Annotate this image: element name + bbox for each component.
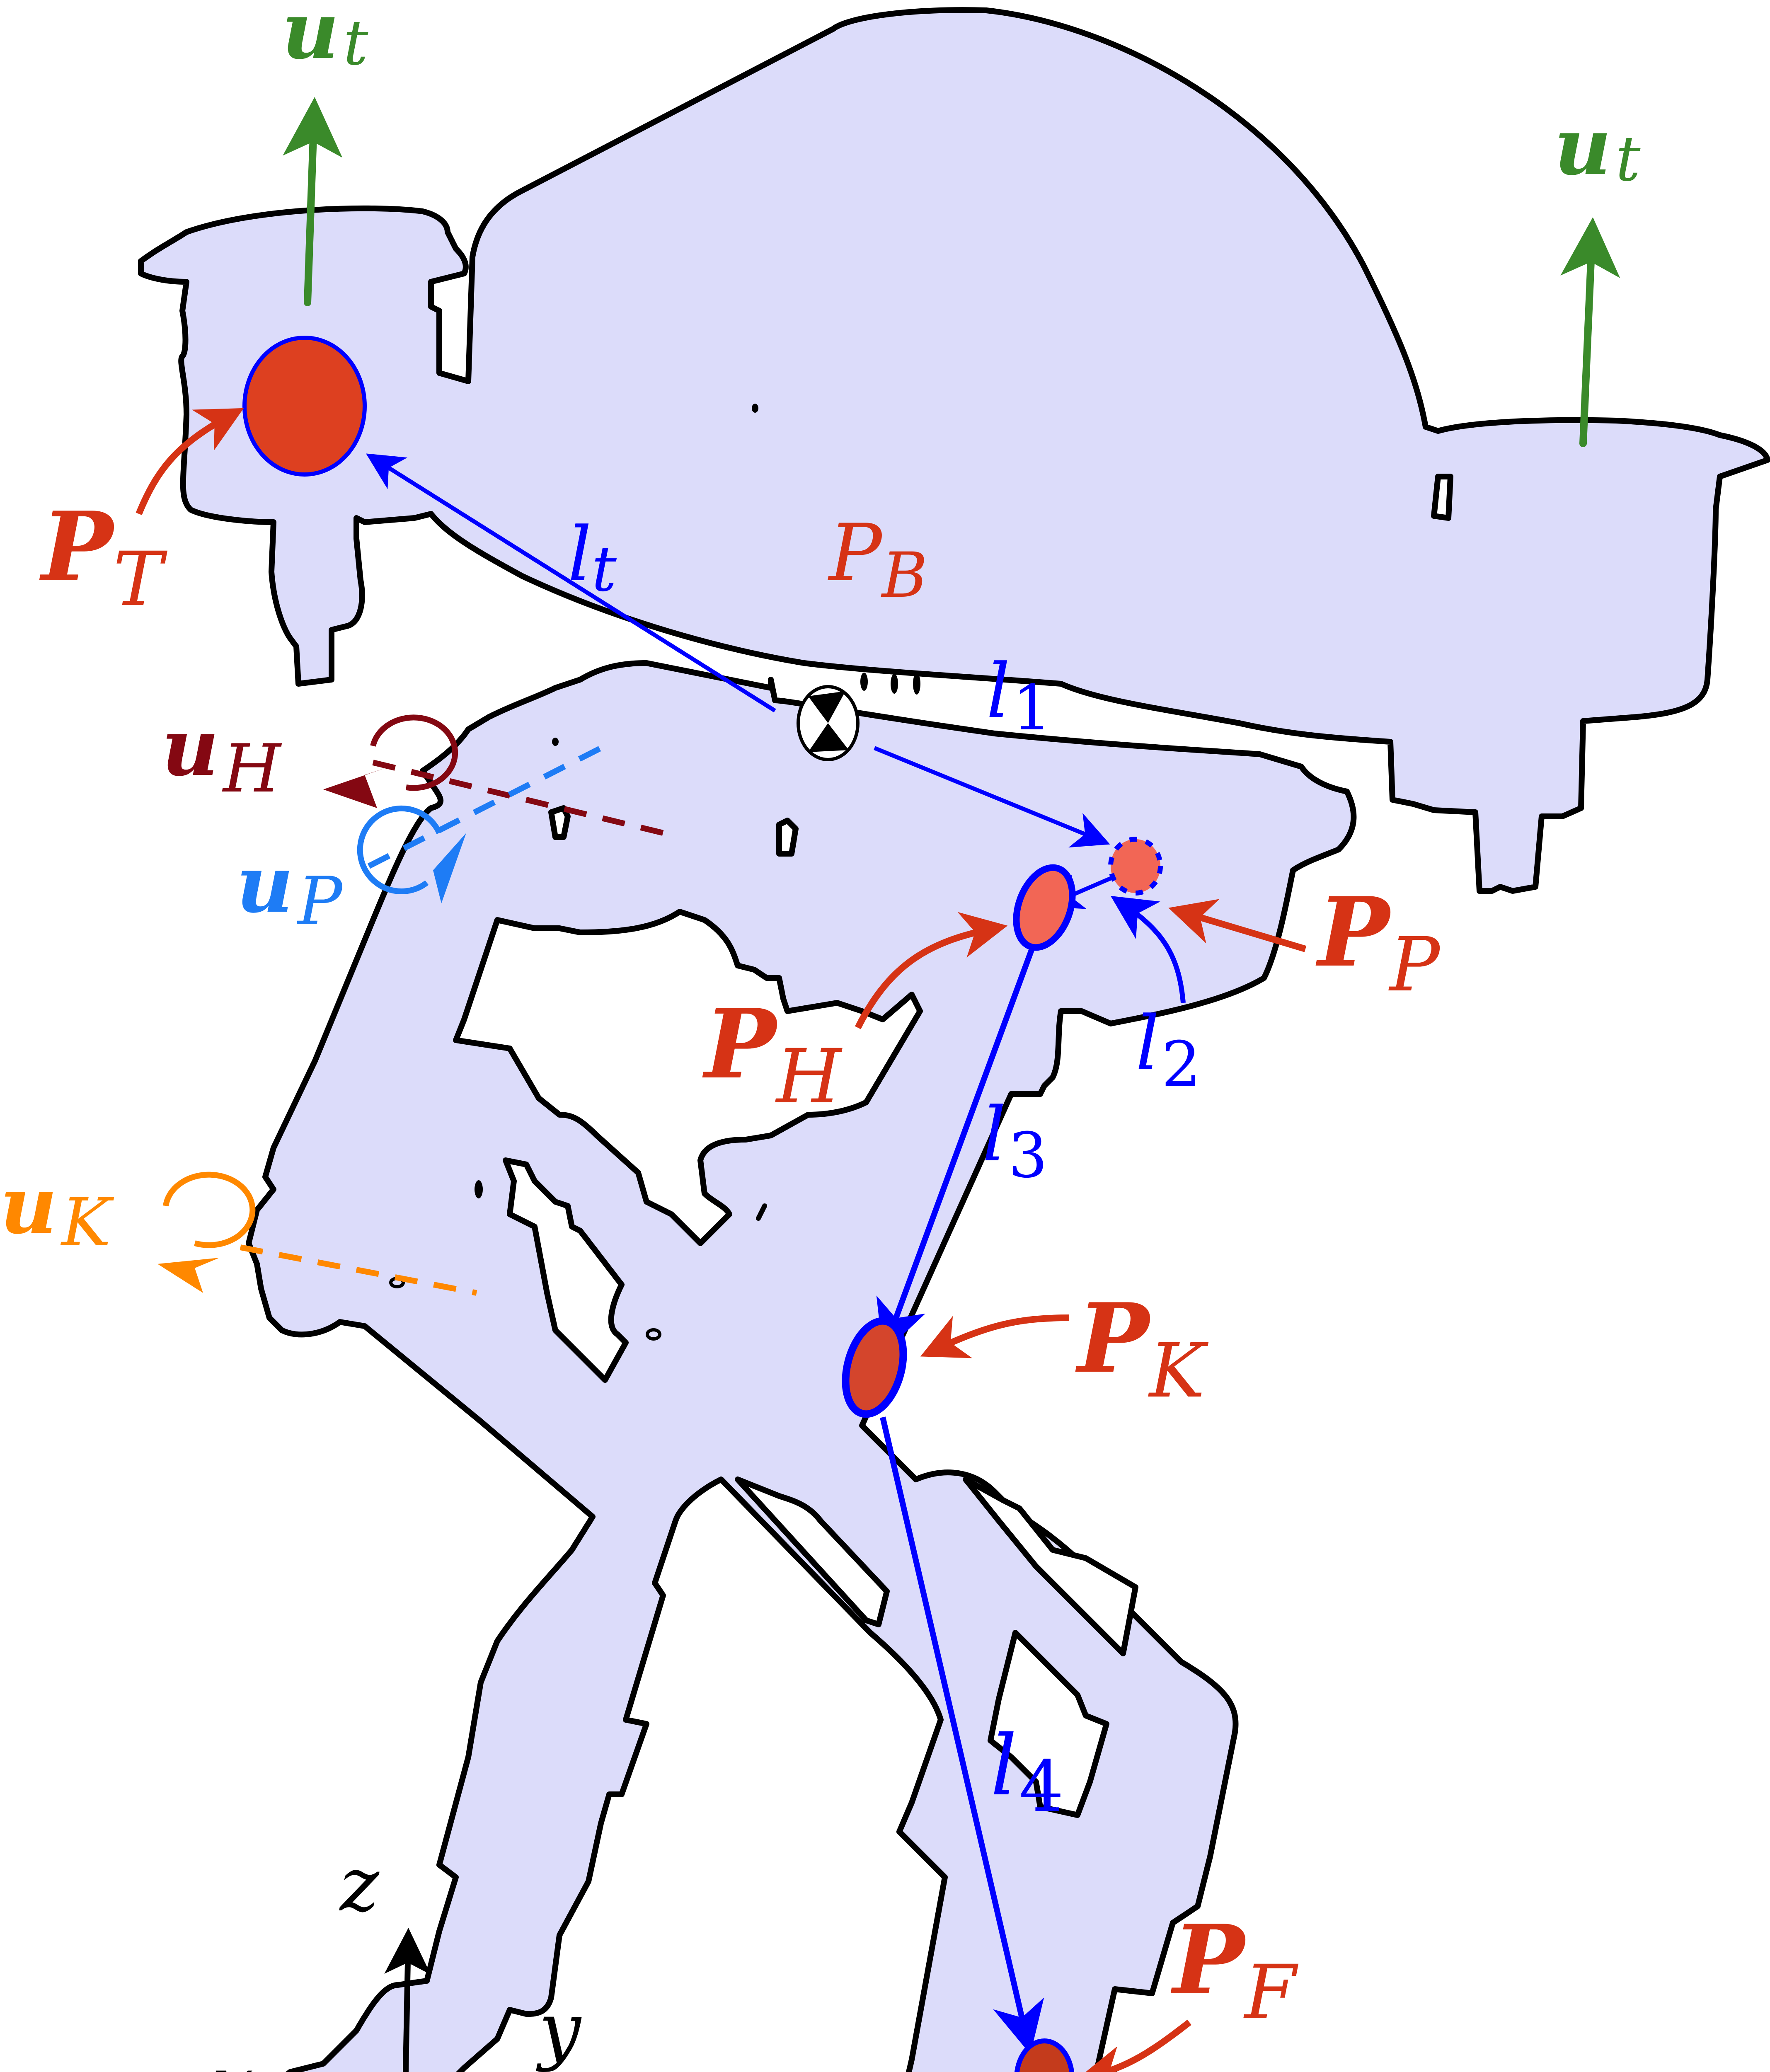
label-PB: PB [828,507,927,612]
link-lt-arrow-icon [366,453,776,713]
PT-pointer-icon [136,408,244,516]
label-uH: uH [162,701,282,807]
hip-rotation-arrowhead-icon [323,767,390,808]
axis-label-z: z [339,1842,380,1928]
label-ut-left: ut [282,0,368,79]
label-uK: uK [0,1159,114,1261]
PK-pointer-icon [920,1314,1070,1358]
knee-axis [157,1172,477,1296]
label-PF: PF [1170,1904,1299,2036]
label-l3: l3 [982,1092,1048,1192]
point-knee-PK [842,1317,907,1418]
PF-pointer-icon [1077,2019,1191,2072]
label-PT: PT [39,491,168,623]
thrust-arrow-left-icon [283,97,343,306]
label-PH: PH [702,988,843,1120]
label-l2: l2 [1136,1000,1201,1101]
pitch-rotation-arrowhead-icon [433,833,466,903]
link-l4-arrow-icon [880,1416,1044,2055]
label-uP: uP [236,838,343,940]
PP-pointer-icon [1168,899,1307,952]
point-hip-PH [1013,864,1076,951]
knee-rotation-arrowhead-icon [157,1258,220,1293]
link-l3-arrow-icon [876,948,1035,1354]
axis-label-y: y [536,1987,582,2072]
label-l4: l4 [990,1718,1064,1828]
z-axis-arrow-icon [384,1928,431,2072]
point-pitch-PP [1108,837,1163,896]
point-foot-PF [1014,2038,1075,2072]
coordinate-frame [384,1928,431,2072]
thrust-arrow-right-icon [1560,217,1620,447]
hip-pitch-axis [357,743,607,903]
l2-pointer-icon [1110,896,1186,1003]
fuselage [138,7,1770,894]
label-ut-right: ut [1554,100,1641,195]
label-PK: PK [1075,1283,1209,1414]
link-l1-arrow-icon [874,746,1110,848]
label-PP: PP [1315,876,1441,1008]
point-thruster-PT [242,336,367,477]
PH-pointer-icon [855,912,1008,1029]
center-of-mass-icon [797,673,920,761]
label-lt: lt [568,511,617,605]
label-l1: l1 [986,648,1052,744]
axis-label-x: x [211,2041,254,2072]
hip-roll-axis [323,714,664,836]
leg-assembly [246,660,1357,2072]
